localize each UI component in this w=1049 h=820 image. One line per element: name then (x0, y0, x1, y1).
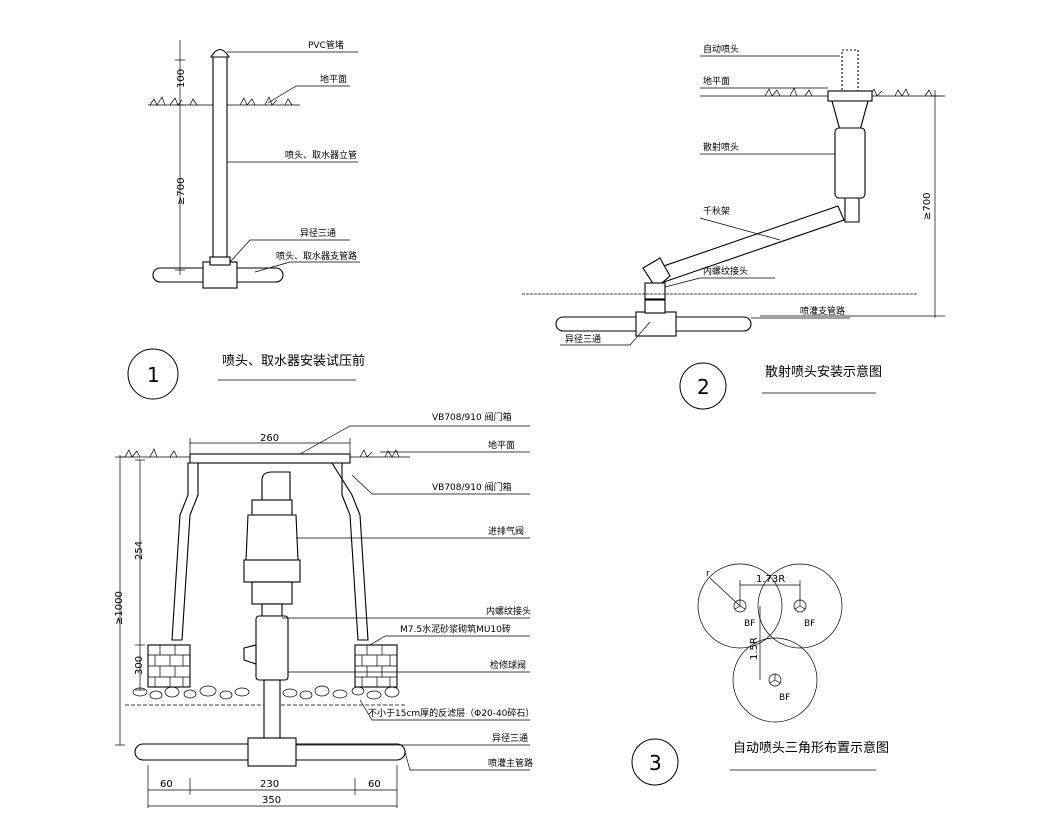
swing-elbow-bottom (642, 257, 671, 289)
dim-pier-height: 300 (134, 656, 145, 675)
head-flange (827, 90, 873, 102)
ball-valve (255, 615, 289, 681)
detail-title: 喷头、取水器安装试压前 (222, 353, 365, 369)
label-pvc-cap: PVC管堵 (308, 39, 344, 51)
tee-fitting (635, 311, 677, 337)
valve-coupling (251, 581, 293, 605)
label-bf-1: BF (744, 619, 755, 629)
dim-depth: ≥700 (176, 178, 187, 205)
brick-pier-left (147, 644, 191, 688)
label-masonry: M7.5水泥砂浆砌筑MU10砖 (400, 623, 511, 635)
dim-total-depth: ≥1000 (114, 591, 125, 625)
ground-line (700, 87, 945, 97)
dim-depth: ≥700 (922, 193, 933, 220)
detail-3-valve-box: 260 254 300 ≥1000 60 230 60 350 VB708/91… (114, 411, 534, 808)
head-cap (831, 100, 869, 131)
gravel-layer (132, 685, 400, 700)
air-valve-neck (251, 499, 293, 516)
detail-1-riser-installation: 100 ≥700 PVC管堵 地平面 喷头、取水器立管 异径三通 喷头、取水器支… (127, 39, 365, 400)
label-radius: r (706, 569, 710, 579)
label-ball-valve: 检修球阀 (490, 659, 526, 671)
label-main: 喷灌主管路 (488, 757, 533, 769)
label-box: VB708/910 阀门箱 (432, 411, 512, 423)
label-valve: 进排气阀 (488, 525, 524, 537)
dim-right-pier: 60 (368, 779, 381, 790)
box-wall-right (331, 462, 369, 641)
coverage-circle-3 (732, 637, 818, 723)
label-gravel: 不小于15cm厚的反滤层（Φ20-40碎石） (368, 707, 534, 719)
tee-fitting (247, 737, 297, 767)
dim-left-pier: 60 (160, 779, 173, 790)
dim-overall: 350 (262, 795, 281, 806)
label-ground: 地平面 (488, 439, 515, 451)
valve-thread (243, 559, 301, 583)
box-lid (189, 453, 351, 464)
detail-number-circle (631, 738, 679, 786)
label-ground: 地平面 (703, 75, 730, 87)
brick-pier-right (354, 644, 398, 688)
label-tee: 异径三通 (492, 732, 528, 744)
coverage-circle-1 (697, 563, 783, 649)
label-auto-head: 自动喷头 (703, 43, 739, 55)
label-tee: 异径三通 (300, 227, 336, 239)
spray-head-body (834, 127, 866, 199)
tee-fitting (202, 261, 238, 289)
detail-number-circle (679, 362, 727, 410)
air-valve-cap (261, 471, 291, 501)
box-wall-left (171, 462, 199, 641)
detail-number: 1 (147, 363, 160, 387)
label-bf-2: BF (804, 619, 815, 629)
tee-collar (209, 256, 231, 266)
dim-inner: 230 (260, 779, 279, 790)
dim-lid-width: 260 (260, 433, 279, 444)
label-ground: 地平面 (320, 73, 347, 85)
tee-riser (644, 299, 666, 314)
pop-up-nozzle (841, 49, 859, 93)
pvc-cap (210, 48, 230, 58)
label-branch: 喷灌支管路 (800, 305, 845, 317)
sprinkler-symbol-3 (768, 673, 782, 687)
detail-number-circle (127, 348, 179, 400)
coverage-circle-2 (757, 563, 843, 649)
label-spray-head: 散射喷头 (703, 141, 739, 153)
label-adapter: 内螺纹接头 (703, 265, 748, 277)
swing-elbow-top (844, 197, 860, 223)
valve-riser (263, 679, 281, 741)
ball-valve-handle (243, 644, 257, 665)
adapter-fitting (261, 603, 283, 617)
detail-title: 散射喷头安装示意图 (765, 364, 882, 380)
label-branch: 喷头、取水器支管路 (276, 250, 357, 262)
detail-title: 自动喷头三角形布置示意图 (733, 740, 889, 756)
detail-number: 2 (697, 375, 710, 399)
detail-number: 3 (649, 751, 662, 775)
label-bf-3: BF (779, 693, 790, 703)
detail-4-triangular-layout: r 1.73R 1.5R BF BF BF 3 自动喷头三角形布置示意图 (631, 563, 889, 786)
label-spacing-h: 1.73R (756, 574, 785, 585)
label-tee: 异径三通 (565, 333, 601, 345)
label-riser: 喷头、取水器立管 (285, 149, 357, 161)
dim-wall-height: 254 (134, 541, 145, 560)
sprinkler-symbol-1 (733, 599, 747, 613)
label-swing: 千秋架 (703, 205, 730, 217)
label-cover: VB708/910 阀门箱 (432, 481, 512, 493)
adapter-fitting (644, 282, 666, 300)
dim-top: 100 (176, 69, 187, 88)
air-release-valve (245, 514, 299, 561)
detail-2-spray-head: ≥700 自动喷头 地平面 散射喷头 千秋架 内螺纹接头 喷灌支管路 异径三通 … (522, 43, 945, 410)
label-adapter: 内螺纹接头 (486, 605, 531, 617)
riser-pipe (212, 54, 228, 266)
label-spacing-v: 1.5R (749, 637, 760, 660)
sprinkler-symbol-2 (793, 599, 807, 613)
swing-arm (657, 205, 845, 283)
